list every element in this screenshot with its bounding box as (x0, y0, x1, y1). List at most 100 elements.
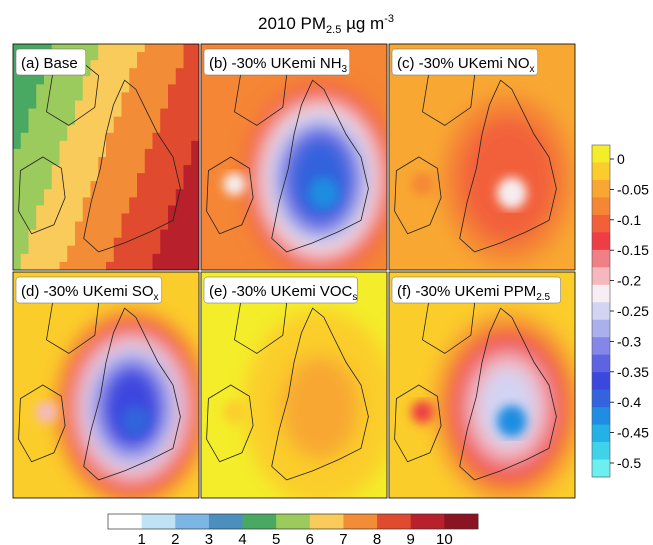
field-cell (113, 197, 123, 207)
field-cell (13, 189, 22, 198)
field-cell (75, 253, 84, 263)
field-cell (28, 213, 37, 223)
panel-label-box (15, 276, 163, 304)
field-cell (191, 253, 199, 263)
field-cell (191, 52, 199, 61)
colorbar-swatch (592, 284, 610, 303)
field-cell (28, 132, 37, 142)
colorbar-swatch (592, 354, 610, 373)
field-cell (168, 197, 177, 207)
field-cell (168, 100, 177, 110)
field-cell (175, 108, 185, 118)
colorbar-tick-label: -0.05 (617, 181, 649, 197)
field-cell (160, 44, 169, 53)
field-cell (113, 44, 123, 53)
field-cell (191, 261, 199, 270)
field-cell (13, 173, 22, 182)
field-cell (82, 157, 92, 166)
field-cell (82, 124, 92, 134)
field-cell (90, 124, 99, 134)
field-cell (175, 245, 185, 255)
field-cell (75, 100, 84, 110)
field-cell (160, 205, 169, 215)
coastline-path (459, 307, 557, 481)
field-cell (51, 205, 61, 215)
field-cell (137, 197, 146, 207)
field-cell (129, 197, 138, 207)
field-cell (175, 84, 185, 94)
field-cell (90, 52, 99, 61)
field-cell (191, 132, 199, 142)
field-cell (144, 124, 154, 134)
colorbar-swatch (592, 459, 610, 478)
field-cell (59, 173, 68, 182)
field-cell (67, 221, 76, 231)
field-cell (129, 229, 138, 239)
field-cell (191, 148, 199, 158)
field-cell (51, 124, 61, 134)
field-cell (51, 173, 61, 182)
field-cell (152, 116, 161, 126)
field-cell (137, 140, 146, 150)
field-cell (98, 173, 107, 182)
field-cell (183, 245, 192, 255)
field-cell (98, 221, 107, 231)
field-cell (152, 52, 161, 61)
field-cell (67, 140, 76, 150)
field-cell (20, 140, 30, 150)
field-cell (20, 237, 30, 247)
field-cell (160, 60, 169, 69)
colorbar-swatch (592, 424, 610, 443)
field-cell (13, 157, 22, 166)
field-cell (51, 181, 61, 190)
field-cell (82, 189, 92, 198)
field-cell (168, 52, 177, 61)
field-cell (51, 253, 61, 263)
field-cell (160, 100, 169, 110)
colorbar-tick-label: 8 (373, 531, 381, 545)
field-cell (121, 221, 130, 231)
field-cell (90, 92, 99, 102)
field-cell (175, 253, 185, 263)
field-cell (67, 84, 76, 94)
field-cell (168, 60, 177, 69)
field-cell (106, 237, 115, 247)
field-cell (44, 100, 53, 110)
field-cell (67, 189, 76, 198)
field-cell (59, 189, 68, 198)
field-cell (13, 84, 22, 94)
field-cell (129, 165, 138, 174)
field-cell (51, 132, 61, 142)
field-cell (20, 197, 30, 207)
field-cell (36, 132, 45, 142)
field-cell (113, 181, 123, 190)
field-cell (20, 229, 30, 239)
field-cell (44, 253, 53, 263)
field-cell (183, 76, 192, 85)
field-cell (160, 221, 169, 231)
field-cell (121, 261, 130, 270)
field-cell (168, 181, 177, 190)
field-cell (144, 108, 154, 118)
field-cell (59, 148, 68, 158)
field-cell (98, 124, 107, 134)
field-cell (129, 124, 138, 134)
field-cell (106, 148, 115, 158)
field-cell (191, 92, 199, 102)
colorbar-swatch (592, 197, 610, 216)
field-cell (160, 165, 169, 174)
field-cell (175, 229, 185, 239)
field-cell (175, 60, 185, 69)
field-cell (36, 253, 45, 263)
panel-label-box (391, 276, 561, 304)
field-cell (106, 140, 115, 150)
field-cell (90, 157, 99, 166)
field-cell (59, 237, 68, 247)
field-cell (152, 261, 161, 270)
field-cell (160, 261, 169, 270)
field-cell (36, 197, 45, 207)
field-cell (67, 108, 76, 118)
field-cell (175, 221, 185, 231)
field-cell (20, 124, 30, 134)
field-cell (13, 181, 22, 190)
